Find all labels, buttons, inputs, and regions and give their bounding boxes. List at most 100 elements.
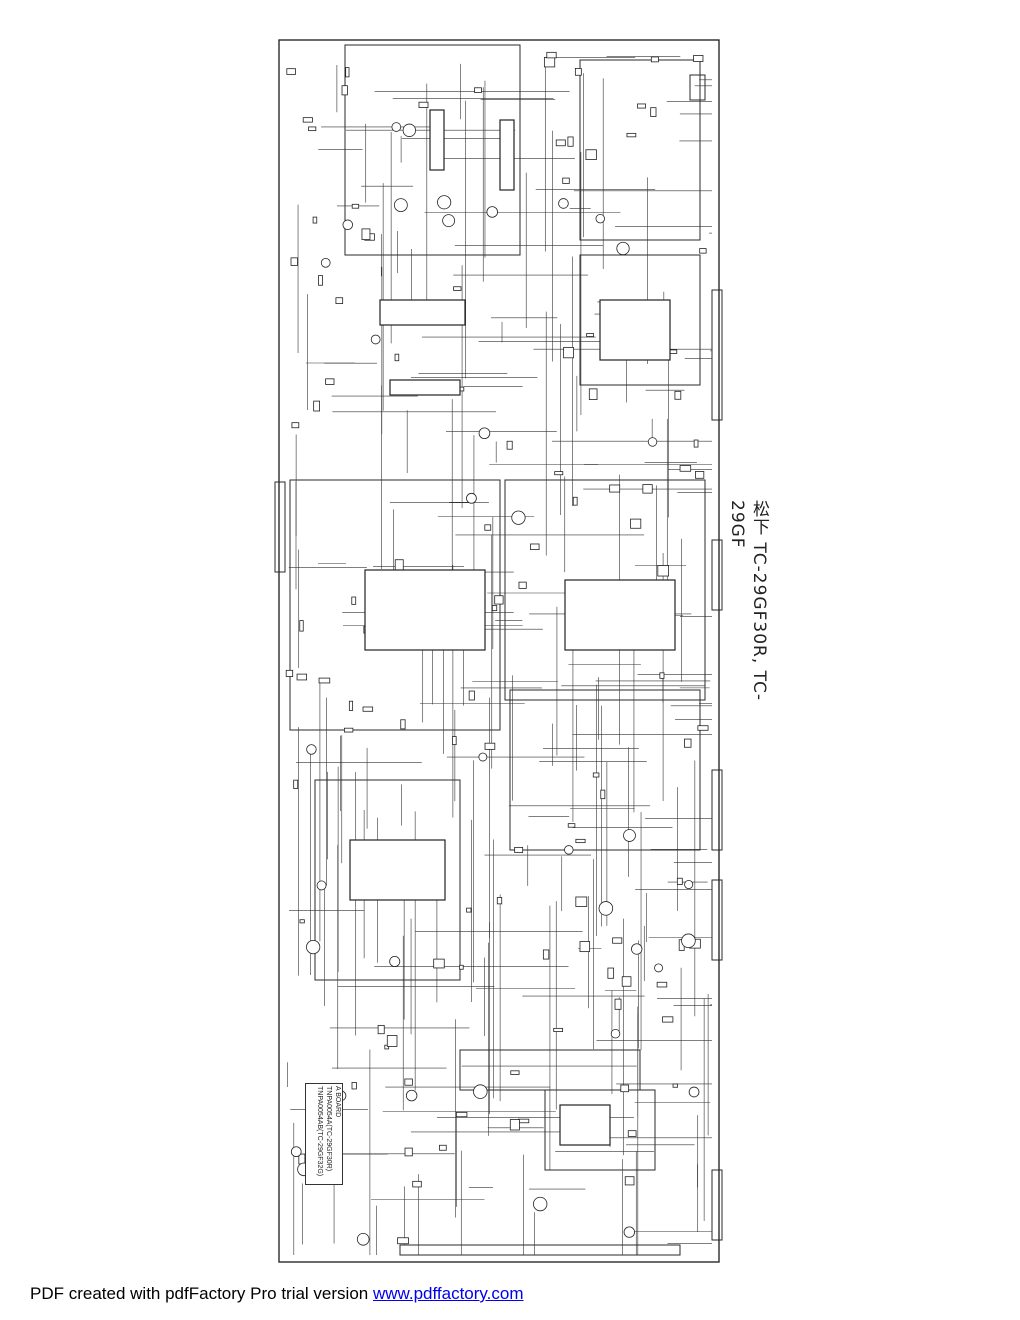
block-left-main [289,479,501,731]
component-mark [575,838,586,844]
component-mark [286,68,296,75]
component-mark [296,673,308,681]
component-mark [579,941,591,953]
board-label-box: A BOARD TNPA0054A(TC-29GF30R) TNPA0054AB… [305,1083,343,1185]
transistor-mark [511,510,526,525]
component-mark [586,333,594,337]
component-mark [542,949,550,960]
transistor-mark [393,198,408,212]
component-mark [439,1144,447,1151]
footer-text: PDF created with pdfFactory Pro trial ve… [30,1284,373,1303]
component-mark [676,877,683,885]
component-mark [452,736,457,745]
component-mark [484,524,492,531]
transistor-mark [306,744,317,755]
component-mark [621,976,632,987]
component-mark [474,87,482,93]
connector-right-1 [711,289,723,421]
transistor-mark [486,206,498,218]
pdffactory-link[interactable]: www.pdffactory.com [372,1284,524,1303]
component-mark [290,257,298,266]
transistor-mark [306,939,321,955]
component-mark [592,772,600,778]
component-mark [588,388,598,400]
component-mark [693,439,699,448]
connector-bottom [399,1244,681,1256]
component-mark [386,1035,398,1047]
component-mark [433,958,445,969]
component-mark [293,779,299,789]
component-mark [567,823,576,828]
component-mark [574,67,582,76]
component-mark [318,275,323,286]
transistor-mark [681,933,696,949]
component-mark [362,706,374,712]
component-mark [627,1130,637,1137]
transistor-mark [623,829,636,842]
transistor-mark [320,257,331,268]
component-mark [418,101,429,108]
ic-package [364,569,486,651]
component-mark [699,248,707,254]
component-mark [684,738,692,748]
board-label: A BOARD TNPA0054A(TC-29GF30R) TNPA0054AB… [316,1086,341,1177]
component-mark [555,139,566,147]
component-mark [626,132,637,138]
transistor-mark [389,955,401,967]
component-mark [455,1111,468,1118]
component-mark [607,967,615,979]
transistor-mark [478,427,491,440]
component-mark [459,964,464,970]
transistor-mark [595,213,605,224]
component-mark [609,484,621,493]
component-mark [291,422,300,429]
pdf-footer: PDF created with pdfFactory Pro trial ve… [30,1284,524,1304]
ic-package [379,299,466,326]
component-mark [656,981,668,988]
transistor-mark [564,845,574,855]
transistor-mark [442,214,456,228]
component-mark [514,846,524,853]
transistor-mark [558,198,569,209]
component-mark [384,1044,390,1050]
component-mark [412,1180,422,1188]
component-mark [345,67,350,78]
transistor-mark [610,1028,621,1039]
component-mark [344,727,354,733]
transistor-mark [290,1146,302,1158]
ic-package [349,839,446,901]
component-mark [496,897,503,905]
component-mark [394,353,400,362]
component-mark [299,919,305,924]
component-mark [453,286,462,291]
transistor-mark [466,492,477,504]
block-top-left [344,44,521,256]
component-mark [404,1147,413,1157]
component-mark [468,690,475,701]
component-mark [630,518,642,529]
connector-top-right [689,74,706,101]
component-mark [351,596,357,605]
component-mark [572,496,578,506]
transistor-mark [647,437,658,447]
component-mark [312,216,318,224]
component-mark [637,103,646,109]
ic-package [389,379,461,396]
ic-package [599,299,671,361]
transistor-mark [437,195,452,210]
ic-package [559,1104,611,1146]
component-mark [518,1118,530,1124]
component-mark [299,620,304,632]
component-mark [530,543,540,551]
component-mark [377,1024,385,1035]
component-mark [404,1078,413,1086]
component-mark [624,1176,635,1186]
component-mark [553,1027,564,1032]
transistor-mark [356,1232,370,1246]
block-mid-right [509,689,701,851]
transistor-mark [391,122,402,132]
component-mark [506,440,513,450]
component-mark [308,126,317,132]
transistor-mark [473,1084,488,1099]
block-right-main [504,479,706,701]
